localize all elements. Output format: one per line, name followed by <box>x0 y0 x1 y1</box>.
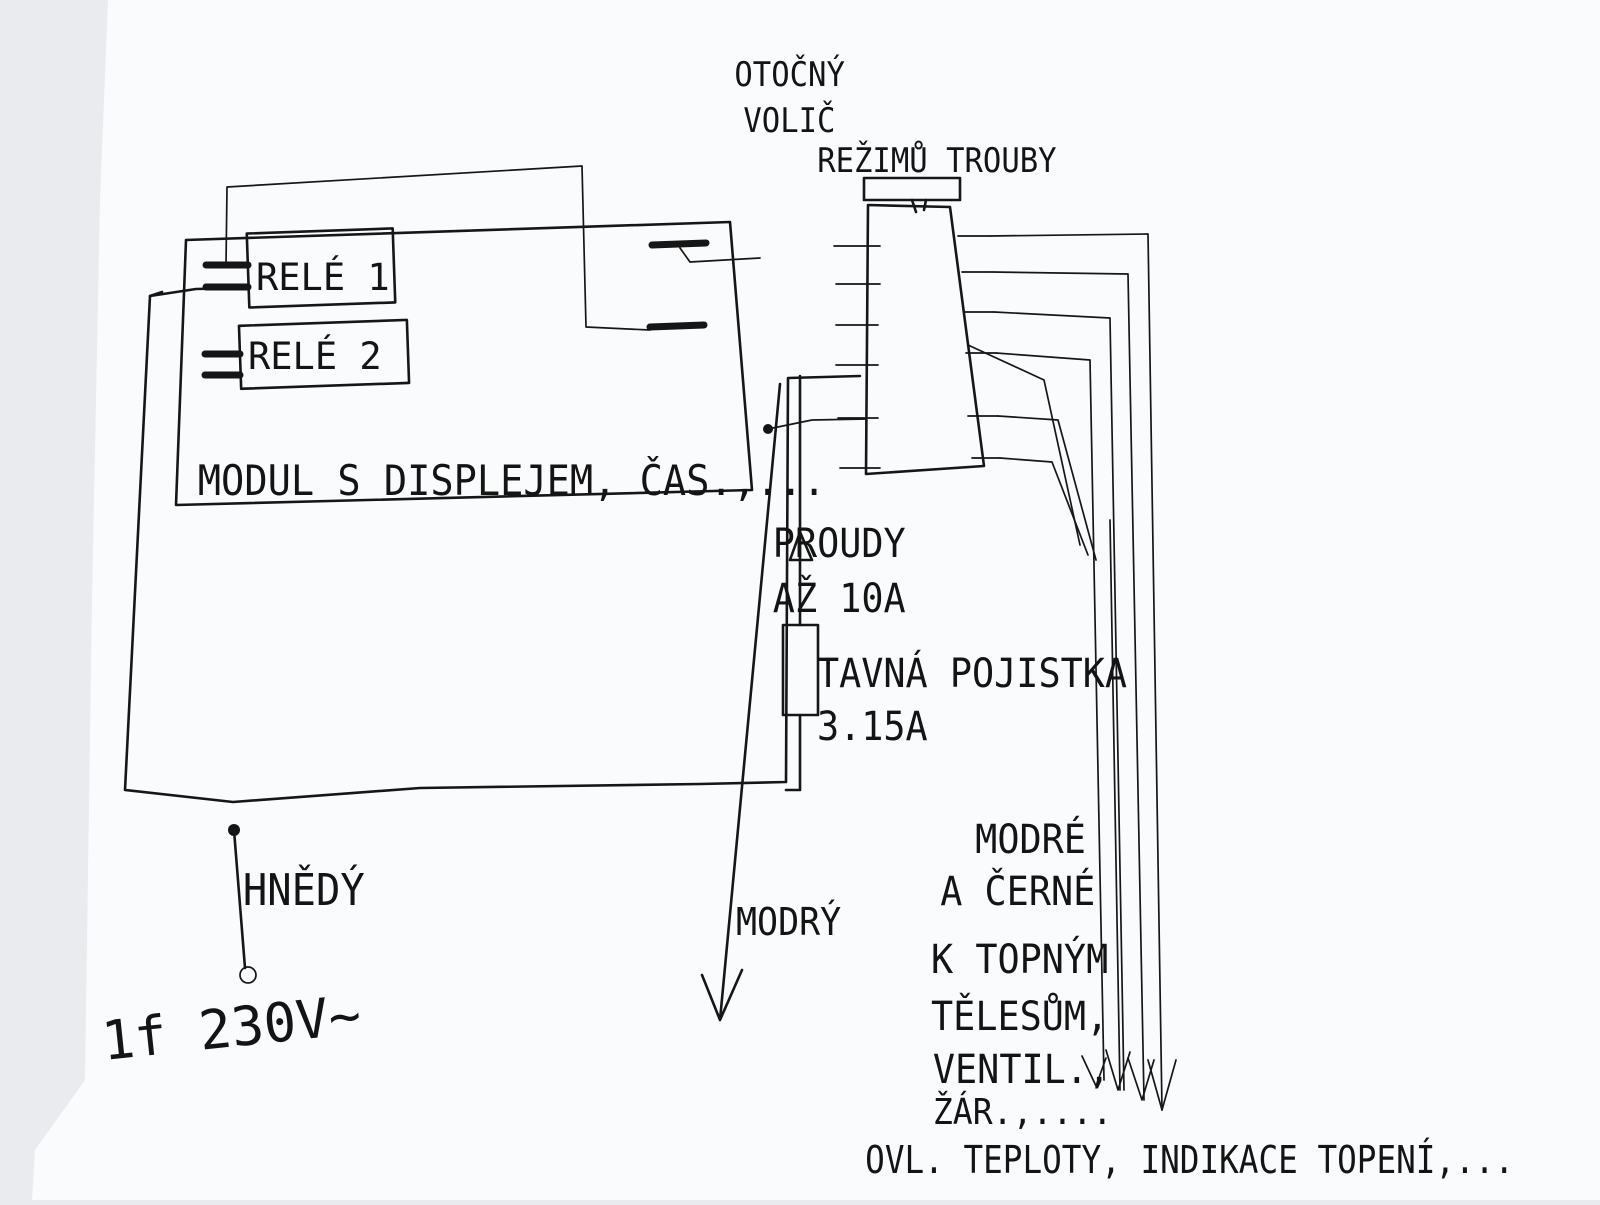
wires-note-line-4: TĚLESŮM, <box>931 991 1108 1040</box>
module-terminal-top <box>648 239 710 249</box>
fuse-symbol <box>781 623 820 717</box>
rotary-selector-label-line-1: OTOČNÝ <box>734 53 844 94</box>
blue-wire <box>700 382 782 1022</box>
relay-1-box <box>245 227 397 309</box>
power-unit-box <box>123 290 862 804</box>
display-module-box <box>174 220 754 507</box>
wires-note-line-6: ŽÁR.,.... <box>933 1091 1112 1134</box>
current-warning-arrow <box>788 530 814 562</box>
brown-wire <box>232 828 247 970</box>
wires-note-line-1: MODRÉ <box>975 814 1086 863</box>
relay-2-label: RELÉ 2 <box>248 334 382 378</box>
relay-to-module-wire <box>225 165 651 331</box>
junction-to-selector-wire <box>767 418 867 430</box>
module-terminal-wire <box>679 247 761 263</box>
rotary-selector-label-line-3: REŽIMŮ TROUBY <box>817 140 1056 180</box>
current-note-line-1: PROUDY <box>773 521 906 568</box>
selector-output-wires <box>967 233 1163 1111</box>
wires-note-line-5: VENTIL., <box>933 1047 1110 1094</box>
module-terminal-bottom <box>646 321 708 331</box>
rotary-selector-right-contacts <box>957 235 1001 459</box>
rotary-selector-label-line-2: VOLIČ <box>743 99 835 140</box>
live-wire-to-selector <box>784 374 802 792</box>
output-wire-arrowheads <box>1081 1049 1177 1111</box>
module-label: MODUL S DISPLEJEM, ČAS.,... <box>198 455 826 505</box>
brown-wire-label: HNĚDÝ <box>243 863 365 915</box>
current-note-line-2: AŽ 10A <box>773 573 906 622</box>
fuse-label-line-2: 3.15A <box>817 704 928 751</box>
wires-note-line-3: K TOPNÝM <box>931 934 1108 983</box>
rotary-selector-body <box>864 203 986 476</box>
blue-wire-label: MODRÝ <box>736 899 841 945</box>
rotary-selector-left-contacts <box>833 245 881 469</box>
fuse-label-line-1: TAVNÁ POJISTKA <box>817 648 1127 697</box>
paper-sheet <box>32 0 1600 1200</box>
wires-note-line-2: A ČERNÉ <box>940 866 1095 915</box>
relay-1-label: RELÉ 1 <box>256 255 390 299</box>
bottom-note: OVL. TEPLOTY, INDIKACE TOPENÍ,... <box>865 1138 1514 1183</box>
supply-terminal <box>239 966 257 984</box>
